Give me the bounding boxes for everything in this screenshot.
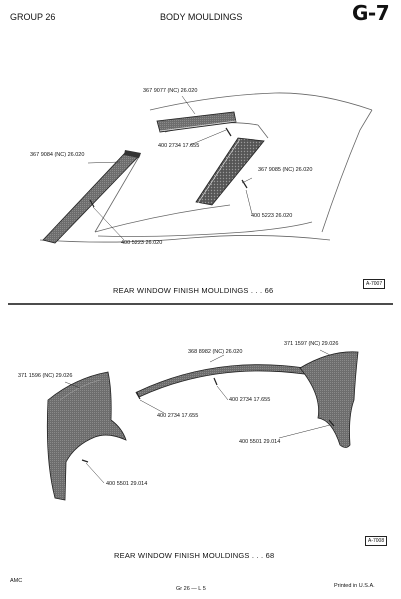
part-label: 400 2734 17.655 [157, 413, 199, 419]
group-label: GROUP 26 [10, 12, 56, 22]
leader-lines-bottom [64, 349, 331, 484]
part-label: 400 2734 17.655 [158, 143, 200, 149]
car-body-outline [39, 92, 373, 243]
part-label: 400 5501 29.014 [239, 439, 281, 445]
footer-right: Printed in U.S.A. [334, 583, 375, 589]
part-label: 371 1596 (NC) 29.026 [18, 373, 73, 379]
part-label: 367 9085 (NC) 26.020 [258, 167, 313, 173]
part-label: 400 5223 26.020 [121, 240, 163, 246]
screw-icons [89, 127, 248, 208]
header-moulding [136, 364, 306, 398]
page-title: BODY MOULDINGS [160, 12, 243, 22]
part-label: 400 2734 17.655 [229, 397, 271, 403]
figure-caption: REAR WINDOW FINISH MOULDINGS . . . 68 [114, 551, 275, 560]
figure-ref: A-7008 [365, 536, 388, 546]
footer-page: Gr 26 — L 5 [176, 586, 206, 592]
figure-ref: A-7007 [363, 279, 386, 289]
screw-icons-bottom [81, 377, 335, 463]
part-label: 400 5223 26.020 [251, 213, 293, 219]
part-label: 367 9084 (NC) 26.020 [30, 152, 85, 158]
part-label: 367 9077 (NC) 26.020 [143, 88, 198, 94]
right-quarter-moulding [299, 351, 359, 448]
part-label: 368 8982 (NC) 26.020 [188, 349, 243, 355]
right-moulding [195, 137, 265, 206]
part-label: 371 1597 (NC) 29.026 [284, 341, 339, 347]
upper-moulding [156, 111, 237, 133]
part-label: 400 5501 29.014 [106, 481, 148, 487]
figure-caption: REAR WINDOW FINISH MOULDINGS . . . 66 [113, 286, 274, 295]
footer-left: AMC [10, 578, 23, 584]
leader-lines [87, 95, 253, 241]
page-code: G-7 [352, 1, 390, 25]
left-moulding [42, 150, 141, 244]
left-quarter-moulding [46, 371, 127, 501]
